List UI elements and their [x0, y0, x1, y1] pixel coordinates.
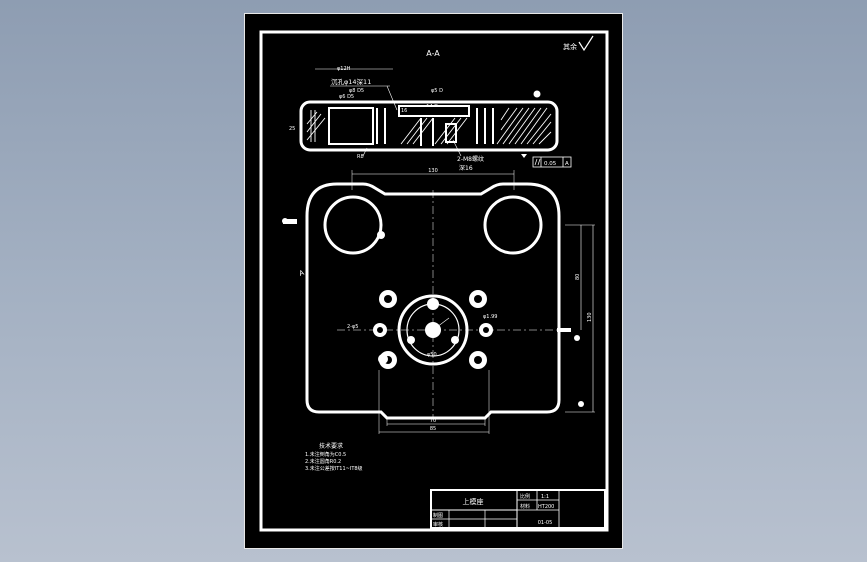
title-block: 上模座 比例 1:1 材料 HT200 制图 审核 01-05	[430, 489, 606, 529]
ratio-label: 比例	[520, 493, 530, 500]
roughness-symbol-icon	[578, 35, 594, 52]
dim-right-2: 130	[587, 312, 593, 322]
dim-bottom-1: 70	[430, 418, 436, 424]
label-right: φ1.99	[483, 314, 497, 320]
tolerance-datum: A	[565, 161, 569, 167]
tolerance-frame: 0.05 A	[532, 156, 572, 168]
dim-2: φ6 D5	[339, 94, 354, 100]
drafter-label: 制图	[433, 512, 443, 519]
dim-3: φ5 D	[431, 88, 443, 94]
label-side: A	[298, 269, 305, 278]
inner-frame	[259, 30, 609, 532]
tech-line-1: 1.未注倒角为C0.5	[305, 451, 346, 458]
dim-5: 16	[401, 108, 407, 114]
dim-bottom-2: 85	[430, 426, 436, 432]
ratio-value: 1:1	[541, 494, 549, 500]
tolerance-value: 0.05	[544, 161, 557, 167]
label-left: 2-φ5	[347, 324, 358, 330]
part-name: 上模座	[463, 497, 484, 506]
plan-view: 130	[282, 168, 595, 434]
drawing-no: 01-05	[538, 520, 553, 526]
drawing-svg: A-A 其余 φ12H 沉孔φ14深11 φ8 D5 φ6 D5 φ5 D φ1…	[259, 30, 609, 532]
tech-title: 技术要求	[319, 442, 343, 450]
drawing-sheet: A-A 其余 φ12H 沉孔φ14深11 φ8 D5 φ6 D5 φ5 D φ1…	[244, 13, 623, 549]
dim-1: φ8 D5	[349, 88, 364, 94]
note-2: 沉孔φ14深11	[331, 77, 371, 86]
tech-line-2: 2.未注圆角R0.2	[305, 458, 341, 465]
datum-a-icon	[521, 154, 527, 158]
dim-8: 深16	[459, 164, 473, 172]
section-label: A-A	[426, 49, 440, 58]
checker-label: 审核	[433, 521, 443, 528]
dim-top: 130	[428, 168, 438, 174]
note-1: φ12H	[337, 66, 351, 72]
section-view: φ12H 沉孔φ14深11 φ8 D5 φ6 D5 φ5 D φ14 D	[289, 66, 572, 172]
parallel-icon	[534, 158, 541, 166]
dim-6: 25	[289, 126, 295, 132]
roughness-note: 其余	[563, 42, 577, 51]
tech-requirements: 技术要求 1.未注倒角为C0.5 2.未注圆角R0.2 3.未注公差按IT11~…	[305, 442, 363, 472]
tech-line-3: 3.未注公差按IT11~IT8级	[305, 465, 363, 472]
label-center: φ50	[427, 352, 437, 358]
material-value: HT200	[538, 504, 554, 510]
dim-7: 2-M8螺纹	[457, 155, 484, 163]
dim-9: R8	[357, 154, 364, 160]
material-label: 材料	[520, 503, 530, 510]
dim-right-1: 80	[575, 274, 581, 280]
